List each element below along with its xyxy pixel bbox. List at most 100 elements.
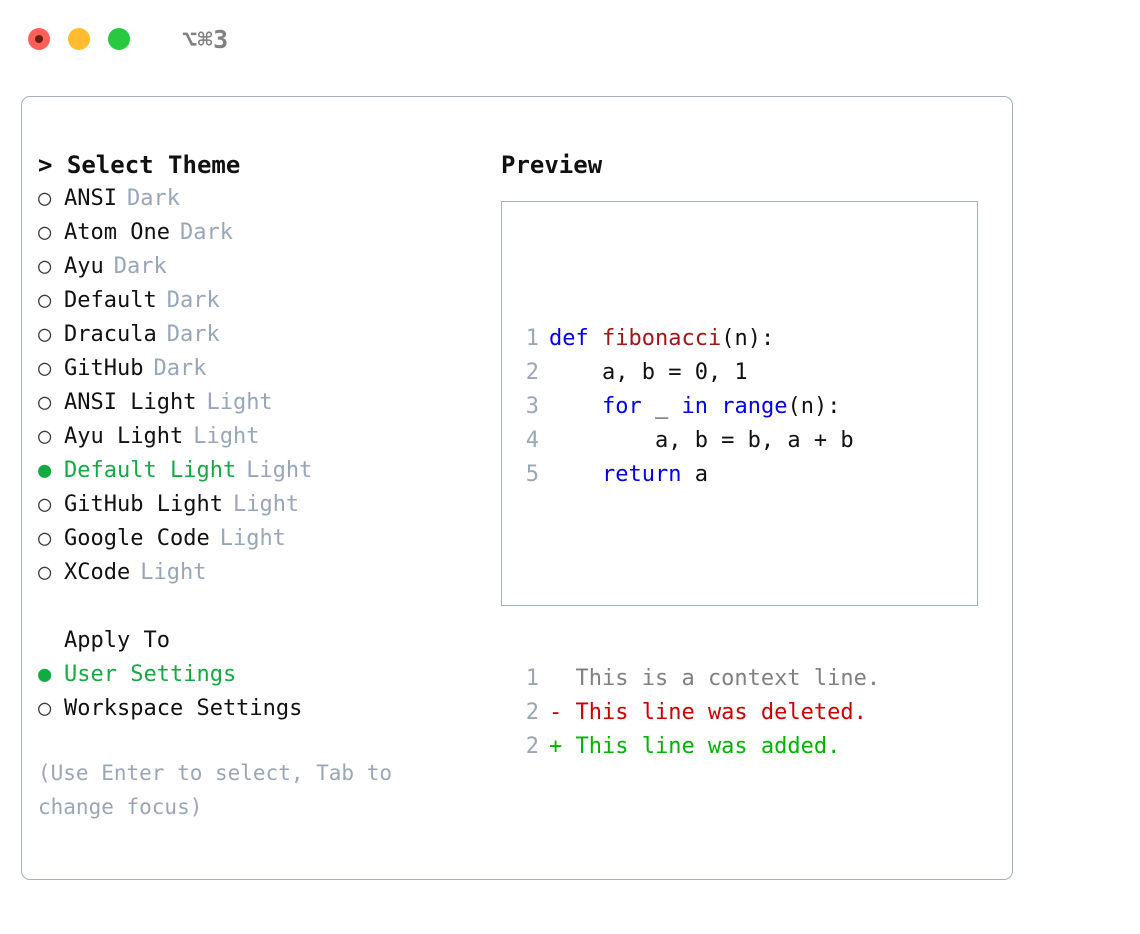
theme-option-tag: Dark <box>166 322 220 347</box>
theme-option-tag: Light <box>219 526 286 551</box>
theme-option-tag: Light <box>193 424 260 449</box>
theme-option-tag: Light <box>232 492 300 517</box>
code-token: a, b = b, a + b <box>549 428 854 453</box>
code-token: for <box>601 394 642 419</box>
theme-option-label: Atom One <box>64 220 170 245</box>
diff-line-text: - This line was deleted. <box>549 700 867 725</box>
theme-option-label: GitHub Light <box>64 492 223 517</box>
line-number: 4 <box>525 428 539 453</box>
preview-title: Preview <box>501 151 603 179</box>
theme-option[interactable]: ○ Dracula Dark <box>38 318 508 352</box>
theme-option[interactable]: ○ GitHub Dark <box>38 352 508 386</box>
code-token: fibonacci <box>601 326 722 351</box>
code-token: (n): <box>787 394 841 419</box>
theme-option[interactable]: ○ Google Code Light <box>38 522 508 556</box>
list-spacer <box>38 590 508 624</box>
code-token: in range <box>681 394 788 419</box>
code-token: _ <box>641 394 682 419</box>
radio-unselected-icon[interactable]: ○ <box>38 254 52 279</box>
line-number: 1 <box>525 666 539 691</box>
line-number: 3 <box>525 394 539 419</box>
theme-option[interactable]: ○ Atom One Dark <box>38 216 508 250</box>
theme-picker-header: > Select Theme <box>38 151 241 179</box>
line-number: 2 <box>525 700 539 725</box>
theme-option-tag: Light <box>206 390 273 415</box>
theme-option-tag: Dark <box>179 220 233 245</box>
apply-to-option-label: Workspace Settings <box>64 696 303 721</box>
radio-unselected-icon[interactable]: ○ <box>38 288 52 313</box>
radio-unselected-icon[interactable]: ○ <box>38 560 52 585</box>
apply-to-option-label: User Settings <box>64 662 237 687</box>
code-token: a <box>681 462 708 487</box>
code-line: 2 a, b = 0, 1 <box>513 356 880 390</box>
diff-line: 2+ This line was added. <box>513 730 880 764</box>
theme-option-tag: Dark <box>166 288 220 313</box>
apply-to-option[interactable]: ● User Settings <box>38 658 508 692</box>
radio-unselected-icon[interactable]: ○ <box>38 322 52 347</box>
radio-unselected-icon[interactable]: ○ <box>38 492 52 517</box>
radio-unselected-icon[interactable]: ○ <box>38 220 52 245</box>
theme-option-label: Ayu Light <box>64 424 184 449</box>
code-token: return <box>601 462 682 487</box>
radio-unselected-icon[interactable]: ○ <box>38 696 52 721</box>
code-token <box>549 394 602 419</box>
radio-unselected-icon[interactable]: ○ <box>38 186 52 211</box>
theme-option[interactable]: ○ XCode Light <box>38 556 508 590</box>
diff-line-text: + This line was added. <box>549 734 841 759</box>
theme-option[interactable]: ○ ANSI Light Light <box>38 386 508 420</box>
line-number: 2 <box>525 360 539 385</box>
theme-option-label: Google Code <box>64 526 210 551</box>
diff-lines: 1 This is a context line.2- This line wa… <box>513 662 880 764</box>
code-token <box>549 462 602 487</box>
theme-option[interactable]: ○ Ayu Dark <box>38 250 508 284</box>
diff-line: 2 - This line was deleted. <box>513 696 880 730</box>
radio-unselected-icon[interactable]: ○ <box>38 390 52 415</box>
apply-to-list: ● User Settings ○ Workspace Settings <box>38 658 508 726</box>
theme-option-tag: Light <box>246 458 313 483</box>
radio-unselected-icon[interactable]: ○ <box>38 526 52 551</box>
code-token: (n): <box>721 326 775 351</box>
code-line: 5 return a <box>513 458 880 492</box>
code-line: 3 for _ in range(n): <box>513 390 880 424</box>
minimize-icon[interactable] <box>68 28 90 50</box>
theme-option-tag: Dark <box>126 186 180 211</box>
theme-option-tag: Light <box>140 560 207 585</box>
radio-unselected-icon[interactable]: ○ <box>38 424 52 449</box>
theme-option[interactable]: ○ GitHub Light Light <box>38 488 508 522</box>
theme-option-label: ANSI Light <box>64 390 197 415</box>
theme-option-tag: Dark <box>153 356 207 381</box>
close-icon[interactable] <box>28 28 50 50</box>
keyboard-hint: (Use Enter to select, Tab to change focu… <box>38 761 393 819</box>
apply-to-header: Apply To <box>64 628 170 653</box>
radio-selected-icon[interactable]: ● <box>38 662 52 687</box>
code-line: 4 a, b = b, a + b <box>513 424 880 458</box>
theme-option-label: Dracula <box>64 322 157 347</box>
theme-option-label: GitHub <box>64 356 144 381</box>
theme-option-tag: Dark <box>113 254 167 279</box>
theme-option[interactable]: ○ Ayu Light Light <box>38 420 508 454</box>
theme-option-label: Ayu <box>64 254 104 279</box>
code-line: 1 def fibonacci(n): <box>513 322 880 356</box>
code-gap <box>513 560 880 594</box>
code-token: def <box>549 326 602 351</box>
line-number: 1 <box>525 326 539 351</box>
maximize-icon[interactable] <box>108 28 130 50</box>
radio-selected-icon[interactable]: ● <box>38 458 52 483</box>
theme-option-label: XCode <box>64 560 131 585</box>
apply-to-option[interactable]: ○ Workspace Settings <box>38 692 508 726</box>
line-number: 5 <box>525 462 539 487</box>
window-controls <box>28 28 130 50</box>
radio-unselected-icon[interactable]: ○ <box>38 356 52 381</box>
